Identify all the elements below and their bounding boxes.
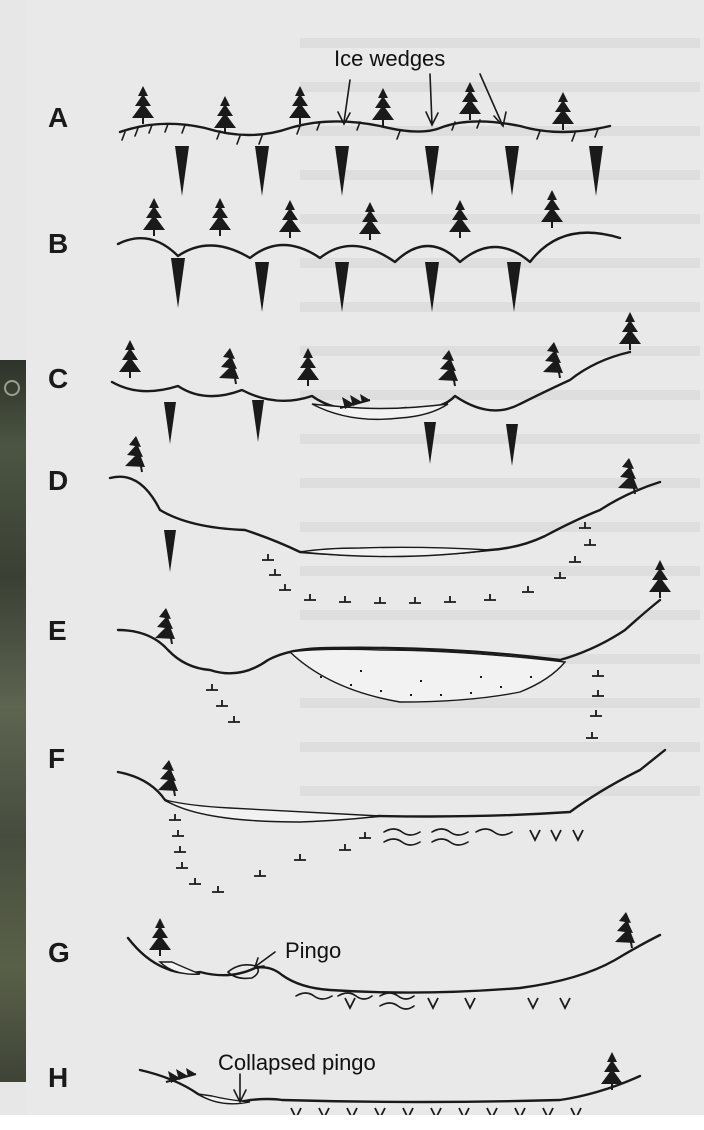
ice-wedge-arrow-1 (338, 80, 350, 124)
panel-label-c: C (48, 363, 68, 394)
water-waves-g (296, 993, 414, 1009)
panel-b-profile (118, 190, 620, 312)
collapsed-pingo-arrow (234, 1074, 246, 1102)
panel-label-h: H (48, 1062, 68, 1093)
pingo-arrow (255, 952, 275, 967)
panel-f-profile (118, 750, 665, 892)
panel-label-a: A (48, 102, 68, 133)
ice-wedges-label: Ice wedges (334, 46, 445, 71)
panel-h-profile (140, 1052, 640, 1118)
panel-c-profile (112, 312, 641, 466)
panel-label-d: D (48, 465, 68, 496)
page-bottom-margin (0, 1115, 704, 1130)
ice-wedge-arrow-2 (426, 74, 438, 125)
water-waves-f (384, 829, 512, 845)
panel-label-b: B (48, 228, 68, 259)
panel-a-profile (120, 74, 610, 196)
collapsed-pingo-label: Collapsed pingo (218, 1050, 376, 1075)
ice-wedge-arrow-3 (480, 74, 506, 126)
panel-label-e: E (48, 615, 67, 646)
panel-g-profile (128, 912, 660, 1009)
panel-e-profile (118, 560, 671, 738)
pingo-label: Pingo (285, 938, 341, 963)
panel-label-f: F (48, 743, 65, 774)
panel-label-g: G (48, 937, 70, 968)
panel-d-profile (110, 436, 660, 603)
